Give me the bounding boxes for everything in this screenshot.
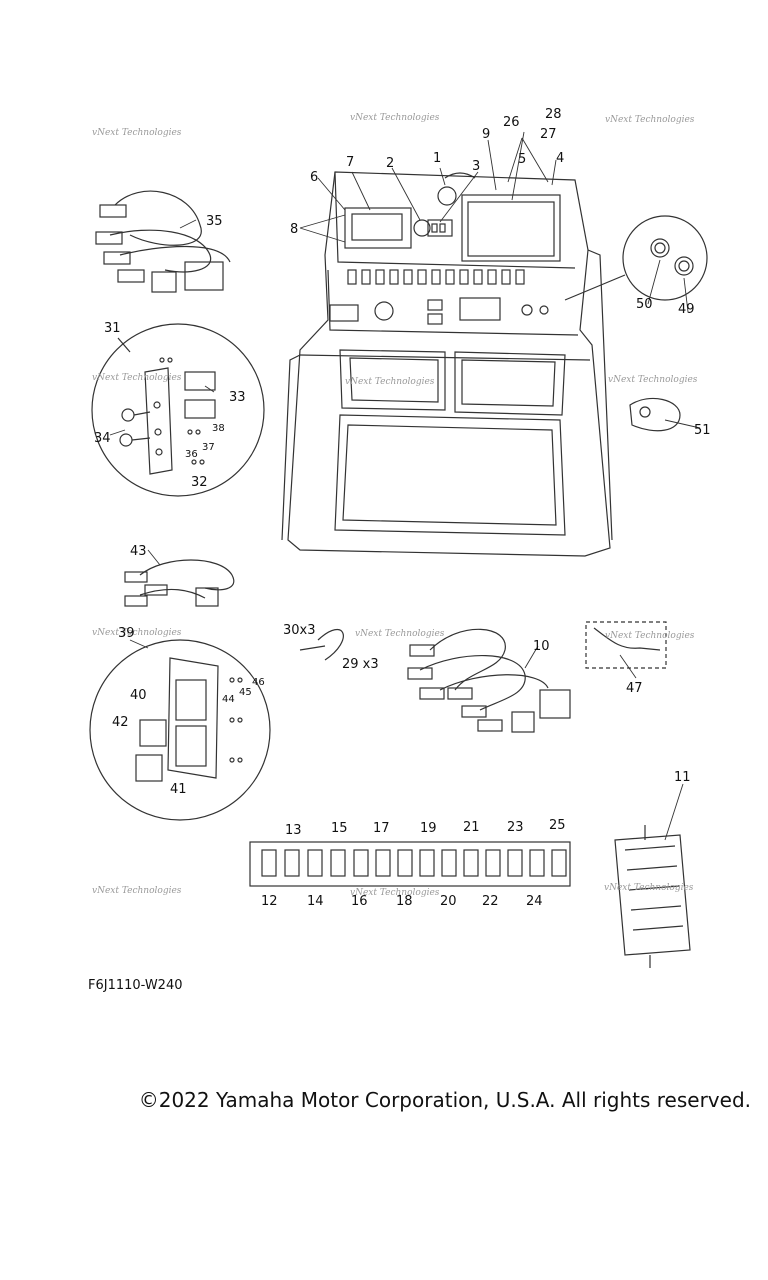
callout-15: 15 [331, 821, 348, 836]
callout-26: 26 [503, 115, 520, 130]
callout-50: 50 [636, 297, 653, 312]
callout-39: 39 [118, 626, 135, 641]
ignition-cap [437, 186, 457, 206]
callout-31: 31 [104, 321, 121, 336]
callout-6: 6 [310, 170, 318, 185]
console-body [281, 171, 613, 557]
rocker-switch-panel-detail [89, 639, 271, 821]
callout-30: 30x3 [283, 623, 316, 638]
callout-37: 37 [202, 442, 215, 453]
callout-45: 45 [239, 687, 252, 698]
callout-8: 8 [290, 222, 298, 237]
callout-41: 41 [170, 782, 187, 797]
gauge-display-small [344, 207, 412, 249]
switch-strip [249, 841, 571, 887]
callout-9: 9 [482, 127, 490, 142]
svg-text:vNext Technologies: vNext Technologies [92, 128, 182, 138]
callouts: 1 2 3 4 5 6 7 8 9 10 11 12 13 14 15 16 1… [94, 107, 711, 909]
callout-17: 17 [373, 821, 390, 836]
callout-3: 3 [472, 159, 480, 174]
fuse-box [614, 825, 691, 968]
callout-1: 1 [433, 151, 441, 166]
callout-19: 19 [420, 821, 437, 836]
svg-text:vNext Technologies: vNext Technologies [92, 628, 182, 638]
usb-outlet-detail [564, 215, 708, 301]
callout-28: 28 [545, 107, 562, 122]
console-switch-row [347, 269, 525, 285]
callout-29: 29 x3 [342, 657, 379, 672]
callout-20: 20 [440, 894, 457, 909]
callout-14: 14 [307, 894, 324, 909]
diagram-code: F6J1110-W240 [88, 978, 183, 993]
callout-10: 10 [533, 639, 550, 654]
callout-21: 21 [463, 820, 480, 835]
svg-text:vNext Technologies: vNext Technologies [604, 883, 694, 893]
callout-11: 11 [674, 770, 691, 785]
callout-25: 25 [549, 818, 566, 833]
leader-lines [109, 131, 701, 841]
callout-32: 32 [191, 475, 208, 490]
svg-text:vNext Technologies: vNext Technologies [92, 886, 182, 896]
callout-43: 43 [130, 544, 147, 559]
wire-harness-10 [407, 628, 571, 733]
cable-tie [299, 628, 344, 661]
svg-text:vNext Technologies: vNext Technologies [92, 373, 182, 383]
svg-text:vNext Technologies: vNext Technologies [608, 375, 698, 385]
svg-text:vNext Technologies: vNext Technologies [605, 115, 695, 125]
callout-13: 13 [285, 823, 302, 838]
svg-text:vNext Technologies: vNext Technologies [350, 888, 440, 898]
callout-18: 18 [396, 894, 413, 909]
callout-5: 5 [518, 152, 526, 167]
callout-4: 4 [556, 151, 564, 166]
svg-text:vNext Technologies: vNext Technologies [345, 377, 435, 387]
callout-22: 22 [482, 894, 499, 909]
switch-panel-3 [427, 219, 453, 237]
wire-harness-43 [124, 559, 235, 607]
callout-40: 40 [130, 688, 147, 703]
callout-51: 51 [694, 423, 711, 438]
switch-assembly-detail [91, 323, 265, 497]
key-lanyard [593, 627, 661, 651]
callout-35: 35 [206, 214, 223, 229]
dash-controls [329, 297, 549, 325]
callout-33: 33 [229, 390, 246, 405]
callout-38: 38 [212, 423, 225, 434]
callout-36: 36 [185, 449, 198, 460]
watermarks: vNext Technologies vNext Technologies vN… [92, 113, 698, 898]
copyright-notice: ©2022 Yamaha Motor Corporation, U.S.A. A… [138, 1088, 751, 1112]
callout-46: 46 [252, 677, 265, 688]
svg-text:vNext Technologies: vNext Technologies [355, 629, 445, 639]
callout-47: 47 [626, 681, 643, 696]
callout-49: 49 [678, 302, 695, 317]
round-switch [413, 219, 431, 237]
wire-harness-35 [95, 190, 231, 293]
callout-7: 7 [346, 155, 354, 170]
callout-27: 27 [540, 127, 557, 142]
callout-23: 23 [507, 820, 524, 835]
callout-16: 16 [351, 894, 368, 909]
key-lanyard-box [585, 621, 667, 669]
callout-34: 34 [94, 431, 111, 446]
callout-24: 24 [526, 894, 543, 909]
svg-text:vNext Technologies: vNext Technologies [605, 631, 695, 641]
callout-2: 2 [386, 156, 394, 171]
multi-function-display [461, 194, 561, 262]
callout-44: 44 [222, 694, 235, 705]
remote-fob [629, 397, 681, 432]
svg-text:vNext Technologies: vNext Technologies [350, 113, 440, 123]
callout-42: 42 [112, 715, 129, 730]
callout-12: 12 [261, 894, 278, 909]
